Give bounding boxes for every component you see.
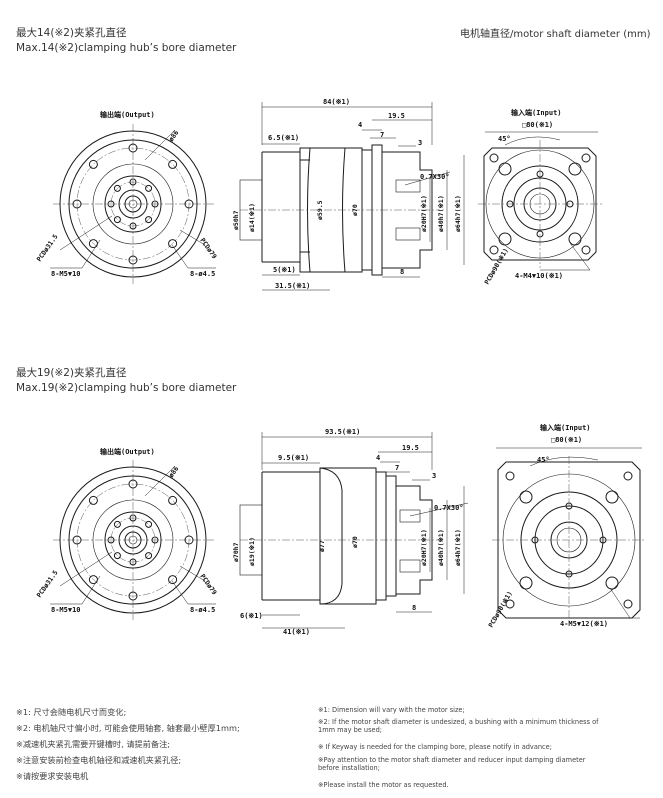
output-label-2: 输出端(Output) (100, 447, 155, 456)
m5-label-2: 8-M5▼10 (51, 606, 81, 614)
note-en-5: ※Please install the motor as requested. (318, 781, 449, 789)
d70-label-1: ø70 (351, 204, 359, 216)
note-en-3: ※ If Keyway is needed for the clamping b… (318, 743, 552, 751)
output-view-2: 输出端(Output) ø86 PCDø31.5 PCDø79 (35, 447, 218, 620)
d86-label-2: ø86 (167, 465, 180, 479)
len195-label-1: 19.5 (388, 112, 405, 120)
d40-label-1: ø40h7(※1) (437, 195, 445, 232)
len195-label-2: 19.5 (402, 444, 419, 452)
d45-label-1: 8-ø4.5 (190, 270, 215, 278)
side-view-1: 84(※1) 19.5 4 7 3 6.5(※1) 0.7X30° ø50h7 … (232, 98, 465, 291)
d45-label-2: 8-ø4.5 (190, 606, 215, 614)
note-cn-2: ※2: 电机轴尺寸偏小时, 可能会使用轴套, 轴套最小壁厚1mm; (16, 723, 240, 733)
side-view-2: 93.5(※1) 19.5 4 7 3 9.5(※1) 0.7X30° ø70h… (232, 428, 469, 636)
note-en-1: ※1: Dimension will vary with the motor s… (318, 706, 465, 714)
section1-title-en: Max.14(※2)clamping hub’s bore diameter (16, 42, 237, 54)
len8-label-2: 8 (412, 604, 416, 612)
d20-label-1: ø20H7(※1) (420, 195, 428, 232)
len3-label-2: 3 (432, 472, 436, 480)
input-view-2: 输入端(Input) □80(※1) 45° 4-M5▼12(※1) PCDø9… (487, 423, 646, 629)
chamfer-label-1: 0.7X30° (420, 173, 450, 181)
d70-label-2: ø70h7 (232, 542, 240, 562)
note-en-4: ※Pay attention to the motor shaft diamet… (318, 756, 586, 773)
d40-label-2: ø40h7(※1) (437, 529, 445, 566)
input-view-1: 输入端(Input) □80(※1) 45° 4-M4▼10(※1) PCDø9… (478, 108, 604, 286)
d70b-label-2: ø70 (351, 536, 359, 548)
input-label-1: 输入端(Input) (511, 108, 562, 117)
len7-label-2: 7 (395, 464, 399, 472)
pcd79-label-1: PCDø79 (198, 237, 218, 261)
note-cn-5: ※请按要求安装电机 (16, 771, 89, 781)
angle-label-1: 45° (498, 135, 511, 143)
input-label-2: 输入端(Input) (540, 423, 591, 432)
m4-label-1: 4-M4▼10(※1) (515, 272, 563, 280)
len6-label: 6(※1) (240, 612, 263, 620)
section1-title-cn: 最大14(※2)夹紧孔直径 (16, 27, 127, 39)
sq-label-1: □80(※1) (522, 121, 553, 129)
len935-label: 93.5(※1) (325, 428, 360, 436)
len95-label: 9.5(※1) (278, 454, 309, 462)
d19-label-2: ø19(※1) (248, 537, 256, 566)
d50-label-1: ø50h7 (232, 210, 240, 230)
sq-label-2: □80(※1) (551, 436, 582, 444)
len4-label-2: 4 (376, 454, 380, 462)
d14-label-1: ø14(※1) (248, 203, 256, 232)
len84-label: 84(※1) (323, 98, 350, 106)
output-label-1: 输出端(Output) (100, 110, 155, 119)
pcd-in-label-2: PCDø90(※1) (487, 590, 514, 629)
note-cn-4: ※注意安装前检查电机轴径和减速机夹紧孔径; (16, 755, 182, 765)
m5in-label-2: 4-M5▼12(※1) (560, 620, 608, 628)
d64-label-1: ø64h7(※1) (454, 195, 462, 232)
d20-label-2: ø20H7(※1) (420, 529, 428, 566)
m5-label-1: 8-M5▼10 (51, 270, 81, 278)
d77-label-2: ø77 (318, 540, 326, 552)
output-view-1: 输出端(Output) ø86 PCDø31.5 PCDø79 (35, 110, 218, 284)
len7-label-1: 7 (380, 131, 384, 139)
motor-shaft-label: 电机轴直径/motor shaft diameter (mm) (460, 29, 651, 40)
d64-label-2: ø64h7(※1) (454, 529, 462, 566)
angle-label-2: 45° (537, 456, 550, 464)
len4-label-1: 4 (358, 121, 362, 129)
len8-label-1: 8 (400, 268, 404, 276)
pcd79-label-2: PCDø79 (198, 573, 218, 597)
note-cn-1: ※1: 尺寸会随电机尺寸而变化; (16, 707, 127, 717)
pcd315-label-1: PCDø31.5 (35, 233, 60, 263)
note-en-2: ※2: If the motor shaft diameter is undes… (318, 718, 599, 735)
len41-label: 41(※1) (283, 628, 310, 636)
note-cn-3: ※减速机夹紧孔需要开键槽时, 请提前备注; (16, 739, 171, 749)
d595-label-1: ø59.5 (316, 200, 324, 220)
len3-label-1: 3 (418, 139, 422, 147)
section2-title-en: Max.19(※2)clamping hub’s bore diameter (16, 382, 237, 394)
d86-label-1: ø86 (167, 129, 180, 143)
len315-label: 31.5(※1) (275, 282, 310, 290)
pcd315-label-2: PCDø31.5 (35, 569, 60, 599)
len5-label-1: 5(※1) (273, 266, 296, 274)
len65-label: 6.5(※1) (268, 134, 299, 142)
section2-title-cn: 最大19(※2)夹紧孔直径 (16, 367, 127, 379)
chamfer-label-2: 0.7X30° (434, 504, 464, 512)
